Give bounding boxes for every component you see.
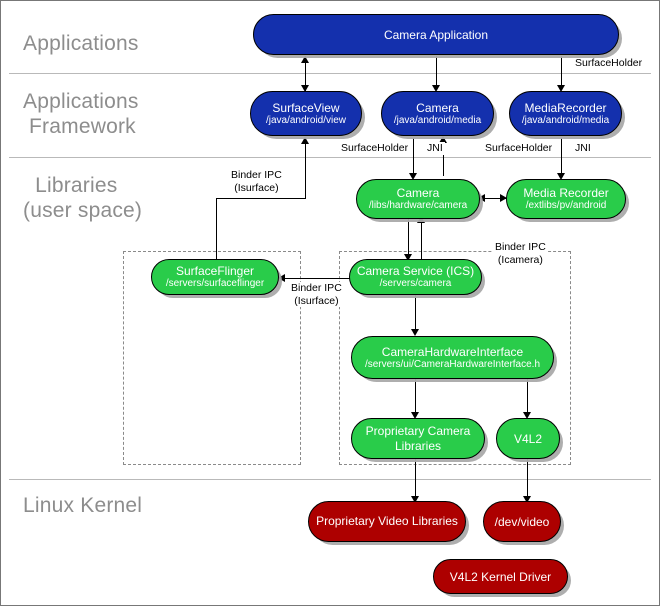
node-camera-lib[interactable]: Camera /libs/hardware/camera: [356, 179, 480, 219]
edge-camera-lib-to-java-up: [443, 138, 445, 176]
node-camera-service-subtitle: /servers/camera: [379, 278, 452, 289]
arrow-chi-to-proprietary-camera: [411, 412, 419, 419]
node-camera-service[interactable]: Camera Service (ICS) /servers/camera: [349, 259, 482, 295]
edge-label-binder-ipc-icamera: Binder IPC (Icamera): [493, 241, 548, 266]
edge-app-mediarecorder: [561, 56, 563, 88]
edge-app-surfaceview: [305, 56, 307, 91]
arrow-app-mediarecorder: [557, 85, 565, 92]
edge-binder-isurface-horizontal: [216, 198, 306, 200]
edge-camera-lib-media-recorder: [481, 198, 507, 200]
edge-label-surfaceholder-app-mediarecorder: SurfaceHolder: [573, 57, 645, 70]
arrow-service-to-camera-lib-up: [417, 216, 425, 223]
node-media-recorder-lib-title: Media Recorder: [523, 186, 609, 200]
edge-chi-to-proprietary-camera: [415, 379, 417, 417]
layer-label-applications-framework: Applications Framework: [23, 90, 139, 138]
node-camera-hardware-interface[interactable]: CameraHardwareInterface /servers/ui/Came…: [351, 336, 554, 379]
node-surfaceview[interactable]: SurfaceView /java/android/view: [250, 91, 362, 136]
node-v4l2[interactable]: V4L2: [496, 418, 560, 459]
arrow-service-to-chi: [411, 329, 419, 336]
node-camera-service-title: Camera Service (ICS): [356, 264, 475, 278]
node-proprietary-camera-libraries[interactable]: Proprietary Camera Libraries: [351, 418, 485, 459]
edge-chi-to-v4l2: [527, 379, 529, 417]
node-surfaceview-title: SurfaceView: [272, 100, 340, 115]
arrow-proprietary-camera-to-video: [411, 496, 419, 503]
surfaceflinger-group: [123, 251, 301, 465]
node-proprietary-video-libraries-title: Proprietary Video Libraries: [316, 514, 458, 528]
arrow-camera-lib-to-service-down: [404, 254, 412, 261]
arrow-app-camera-java: [432, 85, 440, 92]
edge-service-to-surfaceflinger: [283, 278, 351, 280]
divider-applications: [9, 73, 651, 74]
arrow-mediarecorder-to-lib: [557, 173, 565, 180]
node-camera-java[interactable]: Camera /java/android/media: [381, 91, 494, 136]
arrow-media-recorder-right: [500, 194, 507, 202]
node-v4l2-kernel-driver[interactable]: V4L2 Kernel Driver: [433, 559, 568, 594]
node-camera-hardware-interface-subtitle: /servers/ui/CameraHardwareInterface.h: [364, 358, 541, 370]
layer-label-linux-kernel: Linux Kernel: [23, 494, 143, 517]
node-surfaceflinger[interactable]: SurfaceFlinger /servers/surfaceflinger: [151, 259, 279, 295]
node-dev-video[interactable]: /dev/video: [483, 501, 561, 542]
node-camera-lib-title: Camera: [396, 186, 440, 200]
edge-proprietary-camera-to-video: [415, 459, 417, 501]
node-media-recorder-lib-subtitle: /extlibs/pv/android: [525, 200, 607, 211]
edge-label-binder-ipc-isurface-top: Binder IPC (Isurface): [229, 169, 284, 194]
edge-label-binder-ipc-isurface-service: Binder IPC (Isurface): [289, 282, 344, 307]
arrow-v4l2-to-dev-video: [523, 496, 531, 503]
edge-binder-isurface-vertical: [216, 198, 218, 268]
layer-label-libraries: Libraries (user space): [23, 174, 143, 222]
arrow-app-surfaceview-up: [301, 56, 309, 63]
arrow-service-to-surfaceflinger: [278, 274, 285, 282]
node-camera-lib-subtitle: /libs/hardware/camera: [368, 200, 468, 211]
node-v4l2-title: V4L2: [513, 431, 543, 446]
node-mediarecorder-title: MediaRecorder: [524, 100, 607, 115]
edge-camera-java-to-lib-down: [413, 138, 415, 176]
arrow-surfaceview-binder: [301, 137, 309, 144]
edge-label-jni-camera: JNI: [425, 142, 445, 155]
arrow-camera-lib-to-java-up: [439, 136, 447, 143]
divider-libraries: [9, 479, 651, 480]
node-mediarecorder[interactable]: MediaRecorder /java/android/media: [509, 91, 622, 136]
node-dev-video-title: /dev/video: [494, 514, 550, 529]
edge-mediarecorder-to-lib: [561, 138, 563, 176]
node-surfaceflinger-title: SurfaceFlinger: [175, 264, 255, 278]
edge-app-camera-java: [436, 56, 438, 88]
edge-service-to-chi: [415, 294, 417, 334]
arrow-chi-to-v4l2: [523, 412, 531, 419]
node-camera-application-title: Camera Application: [383, 27, 489, 42]
edge-label-surfaceholder-camera-lib: SurfaceHolder: [339, 142, 411, 155]
edge-camera-lib-to-service-down: [408, 218, 410, 260]
node-proprietary-video-libraries[interactable]: Proprietary Video Libraries: [308, 501, 466, 542]
node-surfaceflinger-subtitle: /servers/surfaceflinger: [165, 278, 265, 289]
edge-service-to-camera-lib-up: [421, 218, 423, 260]
arrow-app-surfaceview-down: [301, 85, 309, 92]
node-media-recorder-lib[interactable]: Media Recorder /extlibs/pv/android: [506, 179, 626, 219]
node-v4l2-kernel-driver-title: V4L2 Kernel Driver: [449, 569, 552, 584]
edge-surfaceview-binder: [305, 139, 307, 199]
node-surfaceview-subtitle: /java/android/view: [265, 114, 347, 126]
node-mediarecorder-subtitle: /java/android/media: [521, 114, 610, 126]
node-proprietary-camera-libraries-title: Proprietary Camera Libraries: [365, 423, 471, 453]
arrow-camera-java-to-lib-down: [409, 173, 417, 180]
node-camera-application[interactable]: Camera Application: [253, 14, 619, 55]
node-camera-java-subtitle: /java/android/media: [393, 114, 482, 126]
divider-framework: [9, 157, 651, 158]
layer-label-applications: Applications: [23, 32, 139, 55]
arrow-camera-lib-left: [478, 194, 485, 202]
edge-v4l2-to-dev-video: [527, 459, 529, 501]
node-camera-java-title: Camera: [416, 100, 459, 115]
edge-label-surfaceholder-mediarecorder-lib: SurfaceHolder: [483, 142, 555, 155]
node-camera-hardware-interface-title: CameraHardwareInterface: [381, 344, 524, 359]
edge-label-jni-mediarecorder: JNI: [573, 142, 593, 155]
camera-service-group: [339, 251, 571, 465]
